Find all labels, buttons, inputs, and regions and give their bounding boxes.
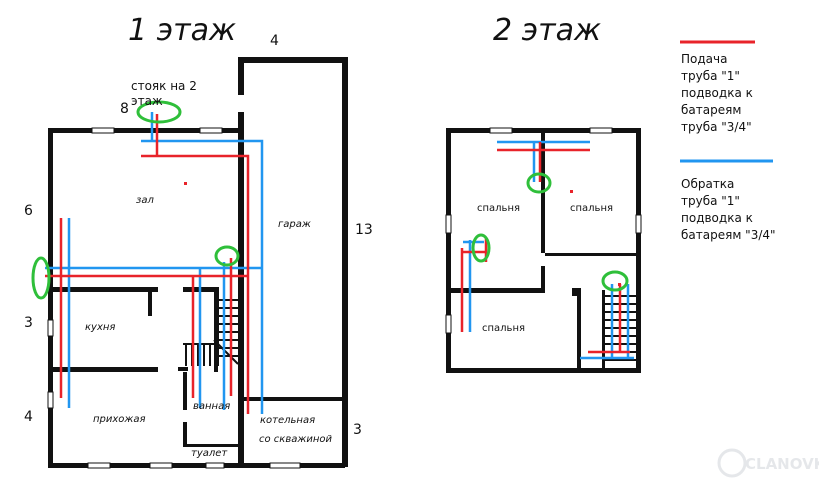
legend-return-line: подводка к <box>681 211 753 225</box>
floor2-walls <box>446 128 641 373</box>
room-hall: зал <box>136 195 154 206</box>
floor1-return-pipes <box>45 112 264 414</box>
room-bedroom-a: спальня <box>477 203 520 214</box>
floor2-title: 2 этаж <box>493 13 601 48</box>
riser-markers-floor1 <box>31 100 240 300</box>
riser-marker-stair <box>214 245 240 267</box>
legend-supply-line: труба "1" <box>681 69 740 83</box>
legend-return-line: Обратка <box>681 177 734 191</box>
legend-supply-line: Подача <box>681 52 727 66</box>
dim-left-bottom: 4 <box>24 409 33 425</box>
floor1-walls <box>48 57 348 468</box>
riser-marker-top <box>136 100 182 124</box>
floor1-supply-pipes <box>45 114 250 414</box>
room-bedroom-b: спальня <box>570 203 613 214</box>
legend: Подача труба "1" подводка к батареям тру… <box>680 40 776 242</box>
legend-return-line: батареям "3/4" <box>681 228 776 242</box>
dim-left-kitchen: 3 <box>24 315 33 331</box>
legend-supply-line: батареям <box>681 103 741 117</box>
riser-markers-floor2 <box>471 172 629 292</box>
dim-left-top: 8 <box>120 101 129 117</box>
riser-marker-left <box>31 256 51 300</box>
riser-marker-f2-top <box>526 172 552 194</box>
dim-right-garage: 13 <box>355 222 373 238</box>
room-boiler-line2: со скважиной <box>259 434 333 445</box>
room-garage: гараж <box>278 219 311 230</box>
dim-right-boiler: 3 <box>353 422 362 438</box>
floor1-title: 1 этаж <box>128 13 236 48</box>
room-entry: прихожая <box>93 414 146 425</box>
watermark-text: CLANOVKA <box>745 455 819 473</box>
room-kitchen: кухня <box>85 322 115 333</box>
room-boiler-line1: котельная <box>260 415 315 426</box>
legend-supply-line: труба "3/4" <box>681 120 752 134</box>
floor1-windows <box>47 127 301 469</box>
riser-marker-f2-stair <box>601 270 629 292</box>
floor2-windows <box>445 127 642 334</box>
dim-left-mid: 6 <box>24 203 33 219</box>
legend-return-line: труба "1" <box>681 194 740 208</box>
marker-dots <box>184 182 621 286</box>
room-bath: ванная <box>193 401 230 412</box>
riser-label-line2: этаж <box>131 94 163 108</box>
room-toilet: туалет <box>191 448 228 459</box>
riser-label-line1: стояк на 2 <box>131 79 197 93</box>
dim-top: 4 <box>270 33 279 49</box>
room-bedroom-c: спальня <box>482 323 525 334</box>
riser-marker-f2-left <box>471 233 491 263</box>
watermark-logo: CLANOVKA <box>717 448 819 478</box>
legend-supply-line: подводка к <box>681 86 753 100</box>
